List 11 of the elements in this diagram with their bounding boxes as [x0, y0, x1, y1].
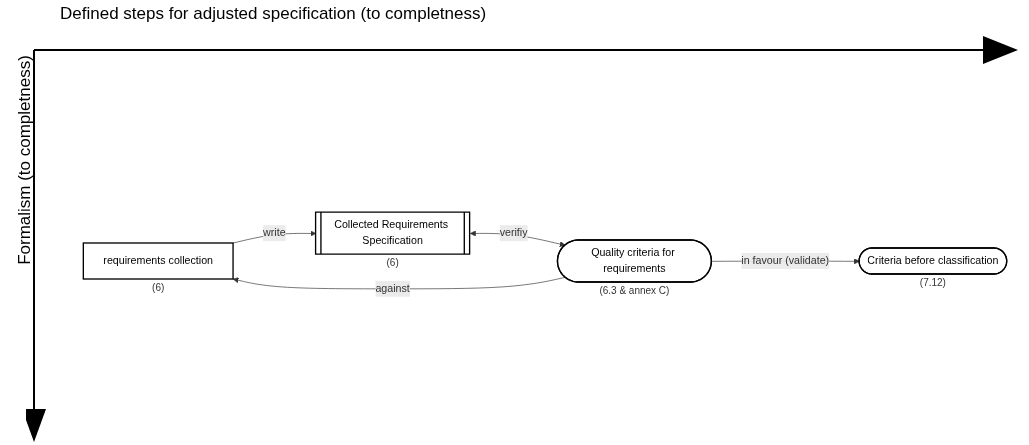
edge-label: in favour (validate)	[741, 255, 830, 267]
section-reference: (7.12)	[919, 277, 946, 288]
node-box: requirements collection	[82, 242, 234, 280]
edge-label: write	[263, 227, 286, 239]
section-reference: (6.3 & annex C)	[599, 285, 670, 296]
section-reference: (6)	[152, 282, 165, 293]
axis-label: Formalism (to completness)	[15, 54, 35, 267]
axis-label: Defined steps for adjusted specification (to completness)	[60, 4, 487, 24]
edge-label: against	[375, 282, 410, 295]
section-reference: (6)	[386, 257, 399, 269]
edge-label: verifiy	[499, 227, 528, 239]
